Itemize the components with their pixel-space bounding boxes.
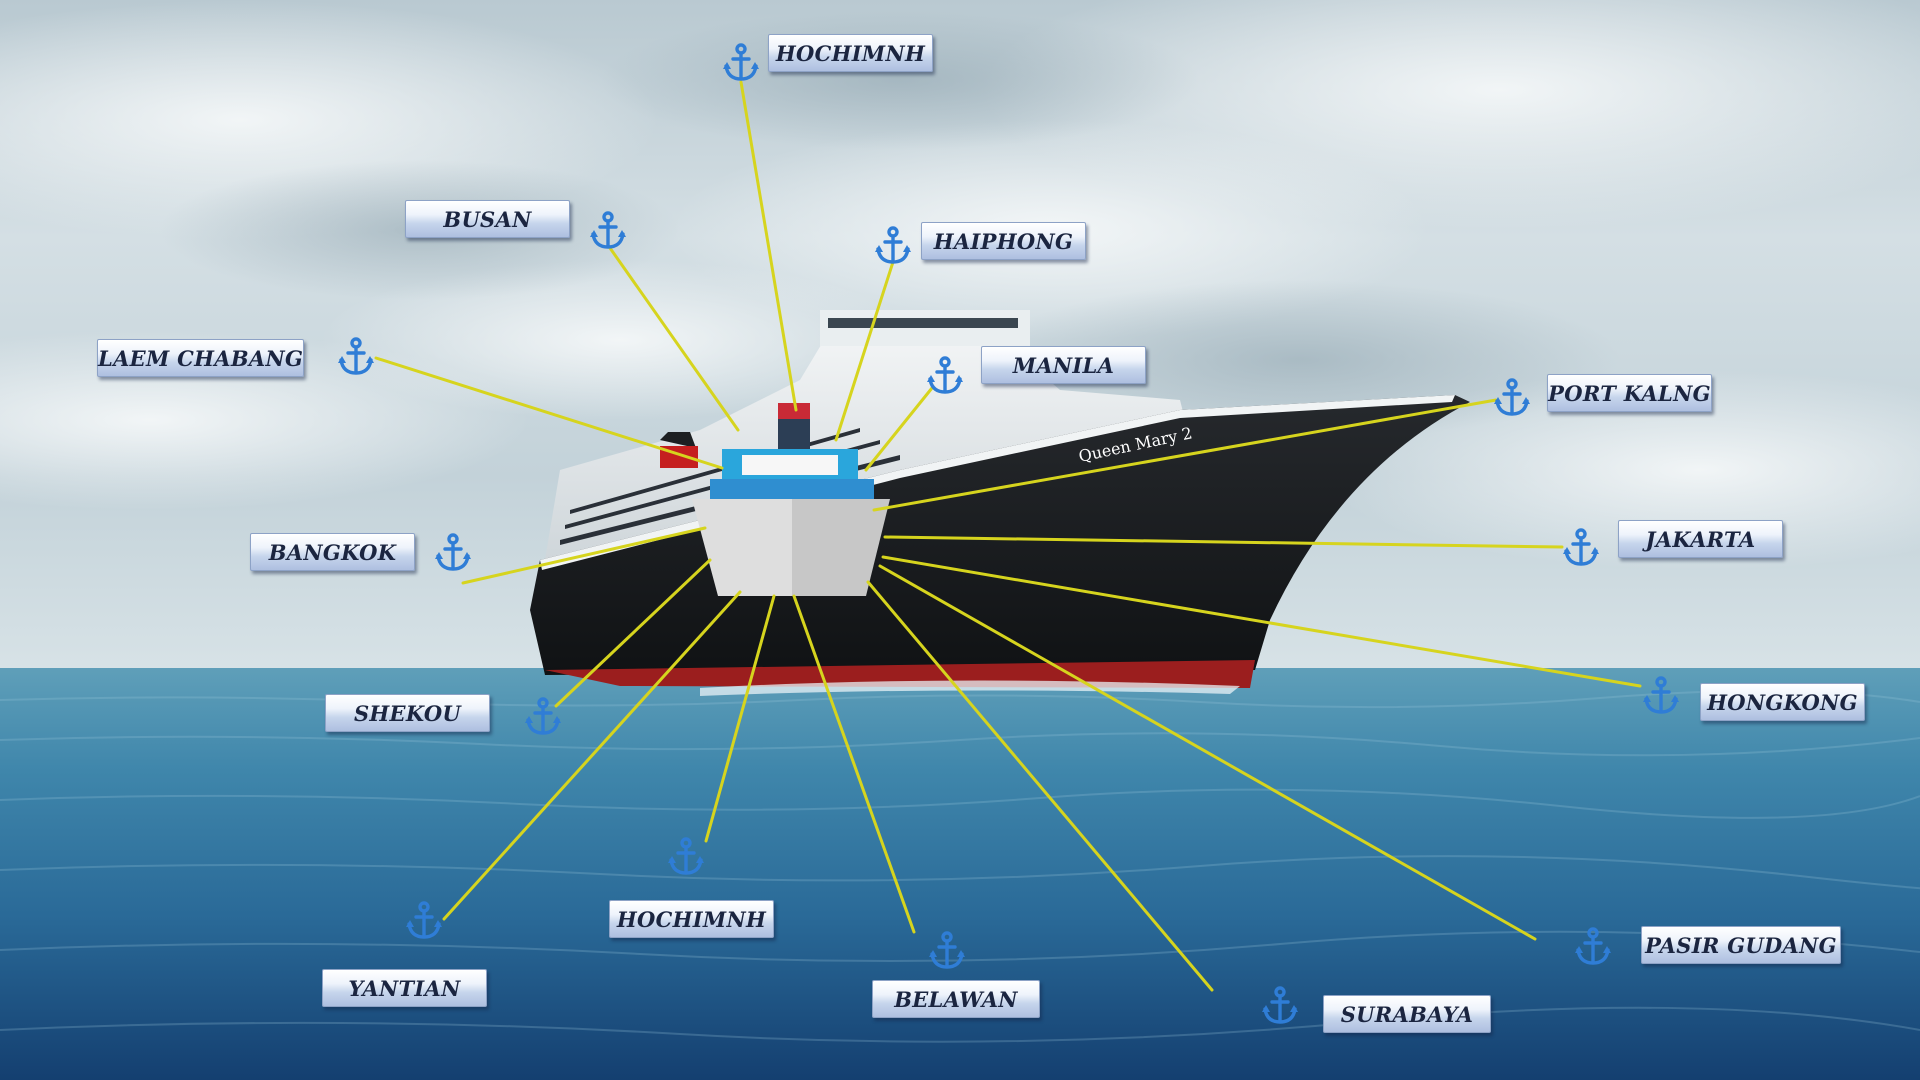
port-label-manila: MANILA bbox=[981, 346, 1146, 384]
port-label-bangkok: BANGKOK bbox=[250, 533, 415, 571]
port-label-surabaya: SURABAYA bbox=[1323, 995, 1491, 1033]
port-label-laem-chabang: LAEM CHABANG bbox=[97, 339, 304, 377]
port-label-haiphong: HAIPHONG bbox=[921, 222, 1086, 260]
port-label-shekou: SHEKOU bbox=[325, 694, 490, 732]
port-label-hochiminh-top: HOCHIMNH bbox=[768, 34, 933, 72]
port-label-hochiminh-bottom: HOCHIMNH bbox=[609, 900, 774, 938]
port-label-hongkong: HONGKONG bbox=[1700, 683, 1865, 721]
port-label-busan: BUSAN bbox=[405, 200, 570, 238]
port-label-port-kalng: PORT KALNG bbox=[1547, 374, 1712, 412]
port-label-jakarta: JAKARTA bbox=[1618, 520, 1783, 558]
ship-hub-icon bbox=[692, 403, 890, 596]
port-label-pasir-gudang: PASIR GUDANG bbox=[1641, 926, 1841, 964]
port-label-yantian: YANTIAN bbox=[322, 969, 487, 1007]
port-label-belawan: BELAWAN bbox=[872, 980, 1040, 1018]
